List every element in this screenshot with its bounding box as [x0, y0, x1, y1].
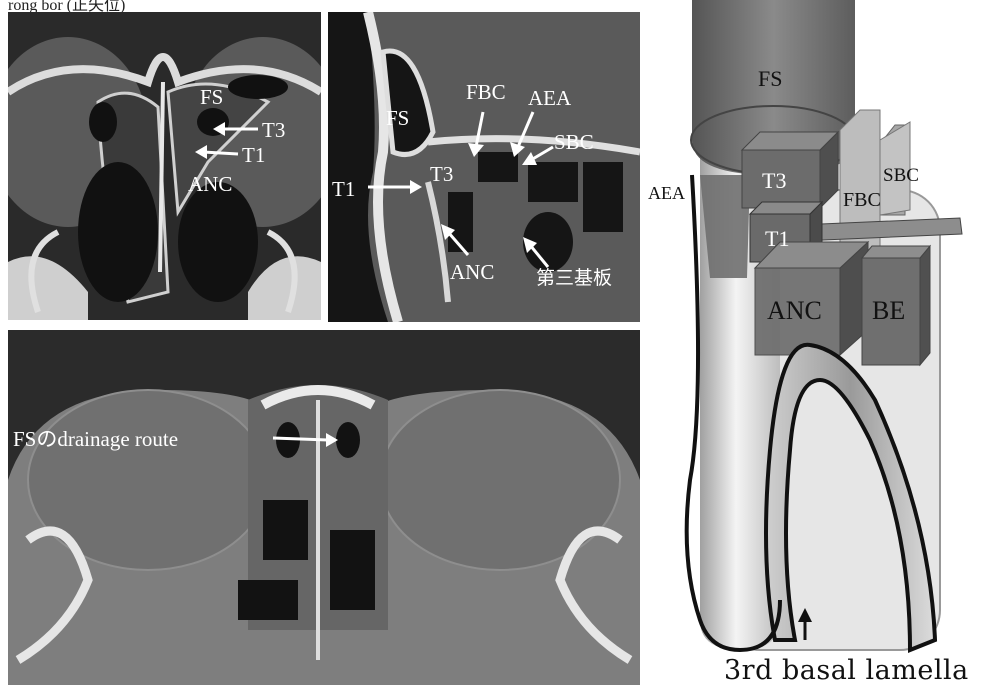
schematic-label-be: BE: [872, 298, 905, 324]
axial-label-route: FSのdrainage route: [13, 429, 178, 450]
schematic-label-fs: FS: [758, 68, 782, 90]
sagittal-label-third-basal: 第三基板: [536, 269, 612, 288]
schematic-label-sbc: SBC: [883, 166, 919, 185]
schematic-label-fbc: FBC: [843, 190, 881, 210]
schematic-label-t1: T1: [765, 228, 789, 250]
coronal-label-fs: FS: [200, 87, 223, 108]
sagittal-label-sbc: SBC: [554, 132, 594, 153]
sagittal-ct-panel: FS FBC AEA SBC T1 T3 ANC 第三基板: [328, 12, 640, 322]
sagittal-label-anc: ANC: [450, 262, 494, 283]
coronal-label-t1: T1: [242, 145, 265, 166]
schematic-drawing: [630, 0, 994, 691]
schematic-label-anc: ANC: [767, 298, 822, 324]
coronal-ct-image: [8, 12, 321, 320]
sinus-schematic: FS T3 T1 AEA FBC SBC ANC BE: [630, 0, 994, 691]
axial-ct-panel: FSのdrainage route: [8, 330, 640, 685]
schematic-label-aea: AEA: [648, 184, 685, 202]
schematic-label-t3: T3: [762, 170, 786, 192]
coronal-ct-panel: FS T3 T1 ANC: [8, 12, 321, 320]
third-basal-lamella-caption: 3rd basal lamella: [724, 655, 969, 686]
sagittal-label-t3: T3: [430, 164, 453, 185]
sagittal-label-fs: FS: [386, 108, 409, 129]
sagittal-label-t1: T1: [332, 179, 355, 200]
axial-ct-image: [8, 330, 640, 685]
coronal-label-anc: ANC: [188, 174, 232, 195]
sagittal-label-fbc: FBC: [466, 82, 506, 103]
sagittal-label-aea: AEA: [528, 88, 571, 109]
coronal-label-t3: T3: [262, 120, 285, 141]
